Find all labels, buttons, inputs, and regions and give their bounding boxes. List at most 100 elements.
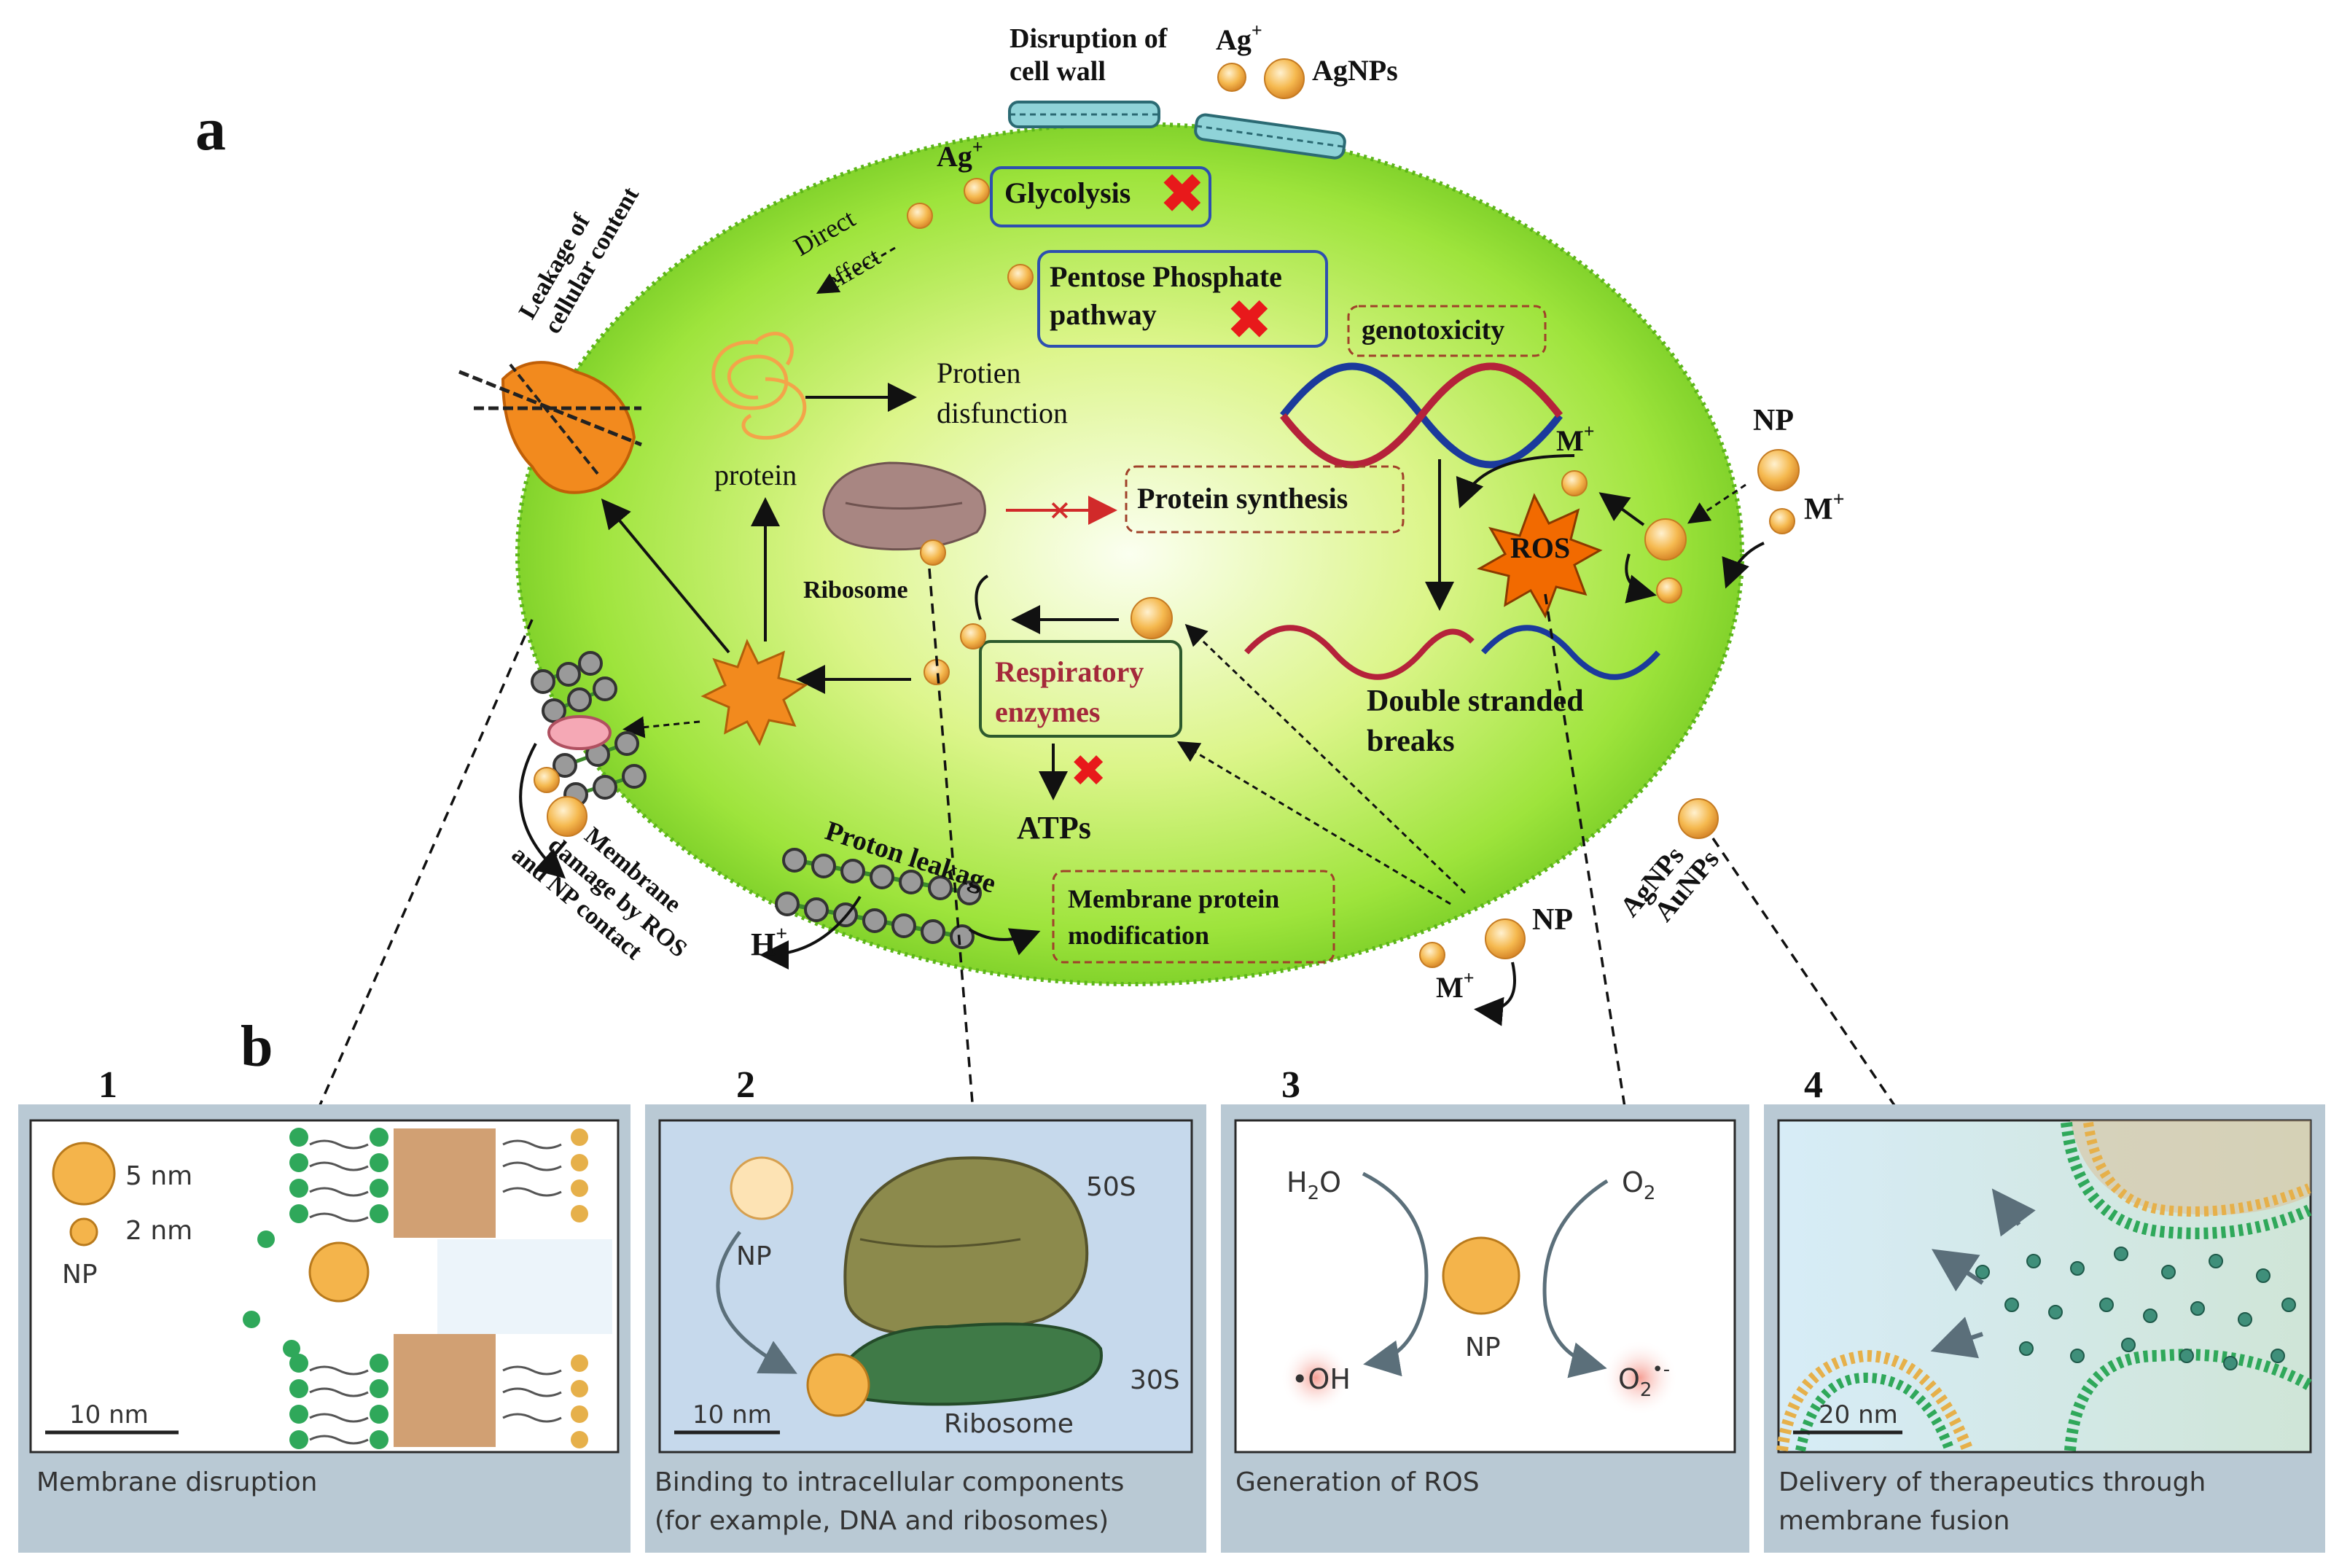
o2-label: O2 [1622, 1166, 1655, 1204]
ag-ion-particle-2 [964, 178, 990, 204]
m-ion-particle [1419, 942, 1445, 968]
vesicle-membrane-bottom [2064, 1349, 2312, 1451]
ros-burst-icon [1477, 493, 1603, 619]
superoxide-label: O2•- [1618, 1359, 1670, 1401]
panel-b-letter: b [241, 1015, 273, 1079]
m-ion-arrow [1722, 542, 1765, 589]
m-ion-dna-arrow [1456, 454, 1575, 509]
np-icon [1442, 1236, 1520, 1315]
hydroxyl-glow [1281, 1343, 1351, 1413]
m-ion-label-right: M+ [1804, 488, 1845, 526]
protein-label: protein [714, 459, 797, 491]
np-label-bottom: NP [1532, 903, 1573, 937]
direct-effect-arrow [816, 246, 896, 295]
np-particle [1757, 449, 1800, 491]
scale-label-4: 20 nm [1819, 1400, 1898, 1429]
np-particle [1485, 918, 1526, 959]
connector-lines [316, 568, 1900, 1112]
legend-5nm: 5 nm [125, 1161, 192, 1191]
vesicle-membrane-top [2061, 1122, 2312, 1239]
np-respiratory-arrow [1176, 741, 1451, 905]
ros-burst-icon [700, 639, 808, 746]
inhibited-x-icon: ✖ [1070, 746, 1106, 797]
np-particle [534, 767, 560, 793]
genotoxicity-box [1347, 305, 1547, 357]
protein-synthesis-label: Protein synthesis [1137, 482, 1348, 515]
ribosome-30s-icon [843, 1322, 1103, 1406]
panel-1-membrane-disruption: 5 nm 2 nm NP [45, 1128, 612, 1449]
m-ion-particle [1769, 508, 1795, 534]
legend-np: NP [62, 1260, 98, 1290]
respiratory-box [979, 640, 1182, 738]
ribosome-icon [822, 461, 986, 551]
panel-a: a Disruption of cell wall Ag+ AgNPs Ag+ … [195, 20, 1900, 1112]
inhibited-x-icon: ✖ [1226, 287, 1273, 352]
genotoxicity-label: genotoxicity [1362, 315, 1504, 346]
release-arrow [1932, 1249, 1984, 1292]
scale-label-1: 10 nm [69, 1400, 149, 1429]
panel-a-letter: a [195, 95, 226, 163]
glycolysis-label: Glycolysis [1004, 176, 1131, 209]
np-particle [960, 623, 986, 650]
o2-arrow [1542, 1179, 1609, 1378]
np-particle [1007, 264, 1034, 290]
protien-disfunction-label: Protien disfunction [937, 356, 1068, 429]
panel-1-number: 1 [98, 1064, 117, 1106]
panel-4-number: 4 [1804, 1064, 1823, 1106]
ion-release-arrow [1625, 553, 1657, 604]
release-arrow [1930, 1317, 1983, 1359]
proton-arrow [760, 895, 862, 970]
agnps-label-top: AgNPs [1312, 54, 1398, 87]
np-ribosome-curve [975, 574, 989, 620]
release-arrow [1991, 1188, 2036, 1237]
panel-b: b 1 2 3 4 Membrane disruption Binding to… [18, 1015, 2325, 1553]
ros-label: ROS [1510, 531, 1570, 564]
binding-arrow [716, 1230, 797, 1374]
burst-leakage-arrow [601, 498, 730, 654]
agnp-particle [1264, 58, 1305, 99]
dna-helix-icon [1280, 362, 1563, 469]
ribosome-label: Ribosome [803, 577, 908, 604]
legend-2nm: 2 nm [125, 1216, 192, 1246]
membrane-channel-icon [458, 361, 642, 494]
membrane-protein-label: Membrane protein modification [1068, 884, 1286, 950]
burst-membrane-arrow [622, 716, 700, 738]
agnps-aunps-label: AgNPs AuNPs [1614, 825, 1725, 941]
m-ion-particle [1561, 470, 1588, 496]
panel-2-ribosome-binding: NP 50S 30S Ribosome 10 nm [674, 1156, 1180, 1439]
panel-4-caption: Delivery of therapeutics through membran… [1778, 1467, 2214, 1536]
blocked-x-icon: ✕ [1048, 495, 1071, 527]
ag-ion-top: Ag+ [1216, 20, 1262, 56]
label-50s: 50S [1086, 1172, 1136, 1202]
np-particle [1131, 597, 1173, 639]
respiratory-label: Respiratory enzymes [995, 655, 1151, 728]
m-ion-label-bottom: M+ [1436, 967, 1475, 1004]
np-ros-arrow [1598, 492, 1645, 526]
m-ion-release-arrow [1474, 962, 1516, 1026]
np-label-3: NP [1465, 1333, 1501, 1362]
pentose-label: Pentose Phosphate pathway [1050, 260, 1289, 331]
protein-synthesis-box [1125, 465, 1405, 534]
ag-ion-glycolysis: Ag+ [937, 136, 983, 173]
glycolysis-box [990, 166, 1211, 227]
cell-wall-disruption-icon [1008, 101, 1346, 160]
ribosome-label-2: Ribosome [944, 1409, 1074, 1439]
membrane-damage-arrow [519, 743, 566, 879]
double-stranded-label: Double stranded breaks [1367, 684, 1591, 758]
np-center-arrow [1184, 623, 1467, 894]
np-label-2: NP [736, 1241, 772, 1271]
m-ion-label-inner: M+ [1556, 421, 1595, 457]
superoxide-glow [1602, 1340, 1678, 1416]
inhibited-x-icon: ✖ [1159, 161, 1206, 226]
np-particle [1678, 798, 1719, 839]
label-30s: 30S [1130, 1365, 1180, 1395]
atps-label: ATPs [1017, 810, 1091, 846]
broken-dna-strand-red [1244, 625, 1475, 680]
h2o-label: H2O [1286, 1166, 1341, 1204]
protein-icon [711, 332, 807, 440]
panel-2-number: 2 [736, 1064, 755, 1106]
damaged-membrane-icon [531, 651, 647, 807]
np-particle [907, 203, 933, 229]
np-entry-arrow [1687, 483, 1746, 524]
